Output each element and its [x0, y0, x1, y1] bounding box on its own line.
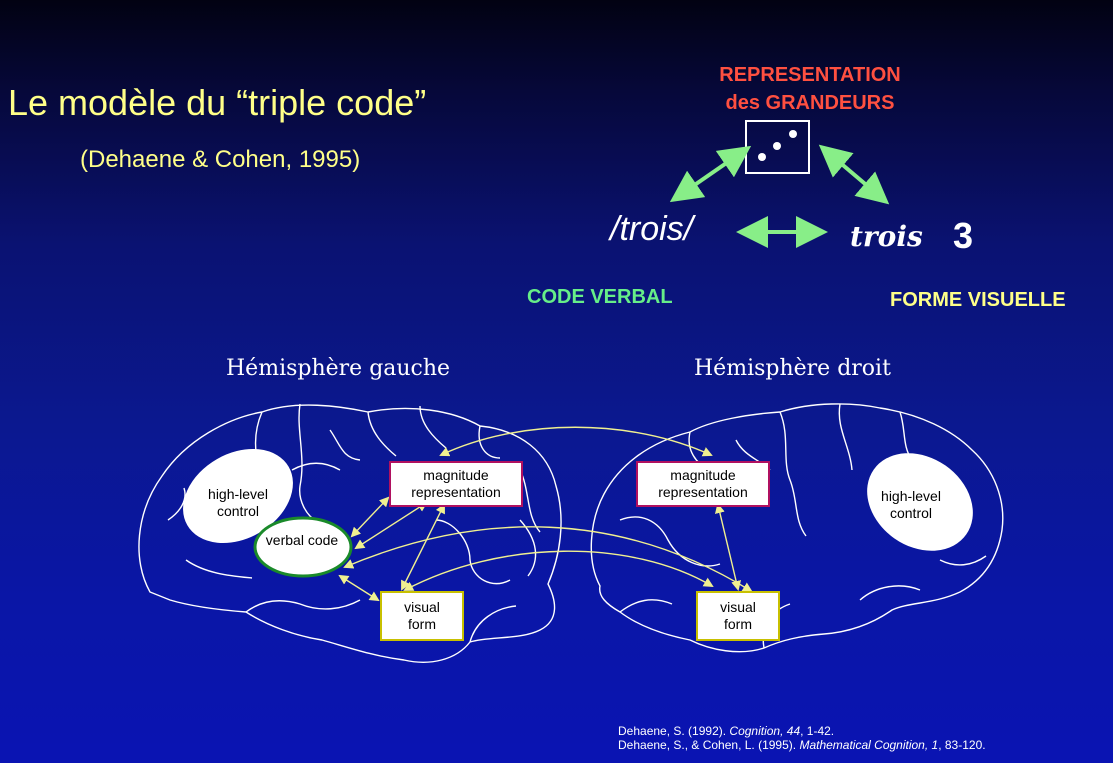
- arrow-visual-callosal: [403, 550, 714, 591]
- arrow-left-verbal-visual: [338, 574, 380, 602]
- right-control-ellipse: [867, 453, 973, 551]
- arabic-digit: 3: [953, 215, 974, 256]
- right-magnitude-line1: magnitude: [670, 467, 736, 483]
- reference-2: Dehaene, S., & Cohen, L. (1995). Mathema…: [618, 738, 986, 752]
- visual-form-heading: FORME VISUELLE: [890, 289, 1066, 311]
- left-magnitude-line1: magnitude: [423, 467, 489, 483]
- arrow-magnitude-visual: [818, 144, 890, 205]
- ref2-author: Dehaene, S., & Cohen, L. (1995).: [618, 738, 800, 752]
- dice-icon: [745, 120, 810, 174]
- magnitude-heading-line2: des GRANDEURS: [725, 92, 895, 114]
- left-control-label: high-level control: [208, 486, 268, 519]
- ref2-journal: Mathematical Cognition, 1: [799, 738, 939, 752]
- right-visual-line1: visual: [720, 599, 756, 615]
- arrow-left-mag-verbal-2: [354, 501, 428, 550]
- left-visual-form-box: visual form: [380, 591, 464, 641]
- right-magnitude-box: magnitude representation: [636, 461, 770, 507]
- left-magnitude-line2: representation: [411, 484, 501, 500]
- left-magnitude-box: magnitude representation: [389, 461, 523, 507]
- magnitude-heading-line1: REPRESENTATION: [719, 64, 901, 86]
- right-visual-line2: form: [724, 616, 752, 632]
- references: Dehaene, S. (1992). Cognition, 44, 1-42.…: [618, 724, 986, 752]
- slide-subtitle: (Dehaene & Cohen, 1995): [80, 146, 361, 173]
- reference-1: Dehaene, S. (1992). Cognition, 44, 1-42.: [618, 724, 986, 738]
- right-hemisphere-label: Hémisphère droit: [694, 356, 891, 381]
- written-word: trois: [850, 220, 923, 253]
- left-control-ellipse: [183, 448, 293, 544]
- ref1-pages: , 1-42.: [800, 724, 835, 738]
- left-visual-line2: form: [408, 616, 436, 632]
- verbal-code-ellipse: [253, 516, 353, 578]
- left-visual-line1: visual: [404, 599, 440, 615]
- slide-title: Le modèle du “triple code”: [8, 82, 427, 123]
- right-magnitude-line2: representation: [658, 484, 748, 500]
- right-control-label: high-level control: [881, 488, 941, 521]
- left-hemisphere-label: Hémisphère gauche: [226, 356, 451, 381]
- verbal-code-heading: CODE VERBAL: [527, 286, 673, 308]
- verbal-code-label: verbal code: [265, 532, 339, 548]
- spoken-word: /trois/: [610, 210, 694, 248]
- ref1-author: Dehaene, S. (1992).: [618, 724, 730, 738]
- arrow-magnitude-verbal: [669, 145, 752, 203]
- right-visual-form-box: visual form: [696, 591, 780, 641]
- magnitude-heading: REPRESENTATION des GRANDEURS: [660, 61, 960, 117]
- ref1-journal: Cognition, 44: [729, 724, 801, 738]
- arrow-magnitude-callosal: [439, 426, 713, 457]
- arrow-right-mag-visual: [714, 503, 742, 591]
- bottom-edge: [0, 763, 1113, 765]
- arrow-left-mag-visual: [401, 503, 445, 591]
- ref2-pages: , 83-120.: [938, 738, 986, 752]
